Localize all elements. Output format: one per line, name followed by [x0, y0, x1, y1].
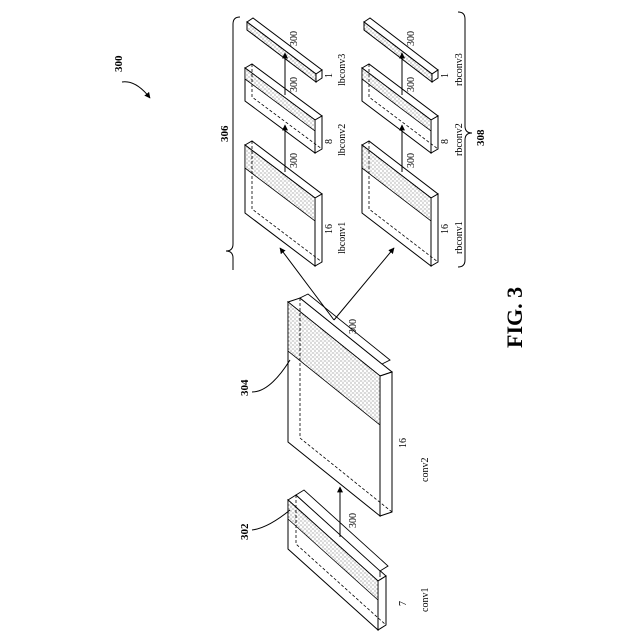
rbconv1-side-face	[431, 194, 438, 266]
lbconv2-side-face	[315, 116, 322, 153]
dim-conv2-width: 300	[348, 319, 359, 334]
label-rbconv2: rbconv2	[454, 123, 465, 156]
arrow-conv2-to-rbconv1	[334, 248, 394, 320]
dim-rbconv3-channels: 1	[440, 73, 451, 78]
label-rbconv3: rbconv3	[454, 53, 465, 86]
layer-conv2	[288, 294, 392, 516]
leader-304	[252, 360, 290, 392]
label-lbconv1: lbconv1	[337, 222, 348, 254]
layer-lbconv1	[245, 141, 322, 266]
dim-conv1-channels: 7	[398, 601, 409, 606]
dim-rbconv2-width: 300	[406, 77, 417, 92]
dim-rbconv3-width: 300	[406, 31, 417, 46]
ref-302: 302	[239, 523, 251, 540]
dim-lbconv1-channels: 16	[324, 224, 335, 234]
dim-rbconv2-channels: 8	[440, 139, 451, 144]
figure-title: FIG. 3	[502, 287, 527, 348]
ref-308: 308	[475, 129, 487, 146]
dim-lbconv3-channels: 1	[324, 73, 335, 78]
label-lbconv3: lbconv3	[337, 54, 348, 86]
bracket-left-tail	[226, 251, 233, 270]
layer-rbconv1	[362, 141, 438, 266]
ref-304: 304	[239, 379, 251, 396]
leader-302	[252, 510, 290, 530]
dim-lbconv2-channels: 8	[324, 139, 335, 144]
dim-conv1-width: 300	[348, 513, 359, 528]
leader-300	[122, 82, 150, 98]
label-lbconv2: lbconv2	[337, 124, 348, 156]
dim-lbconv2-width: 300	[289, 77, 300, 92]
dim-lbconv3-width: 300	[289, 31, 300, 46]
label-rbconv1: rbconv1	[454, 221, 465, 254]
conv2-side-face	[380, 372, 392, 516]
rbconv2-side-face	[431, 116, 438, 153]
label-conv2: conv2	[420, 458, 431, 482]
dim-rbconv1-channels: 16	[440, 224, 451, 234]
ref-306: 306	[219, 125, 231, 142]
ref-300: 300	[113, 55, 125, 72]
rbconv3-top-face	[364, 18, 438, 74]
lbconv1-side-face	[315, 194, 322, 266]
dim-conv2-channels: 16	[398, 438, 409, 448]
dim-lbconv1-width: 300	[289, 153, 300, 168]
label-conv1: conv1	[420, 588, 431, 612]
dim-rbconv1-width: 300	[406, 153, 417, 168]
